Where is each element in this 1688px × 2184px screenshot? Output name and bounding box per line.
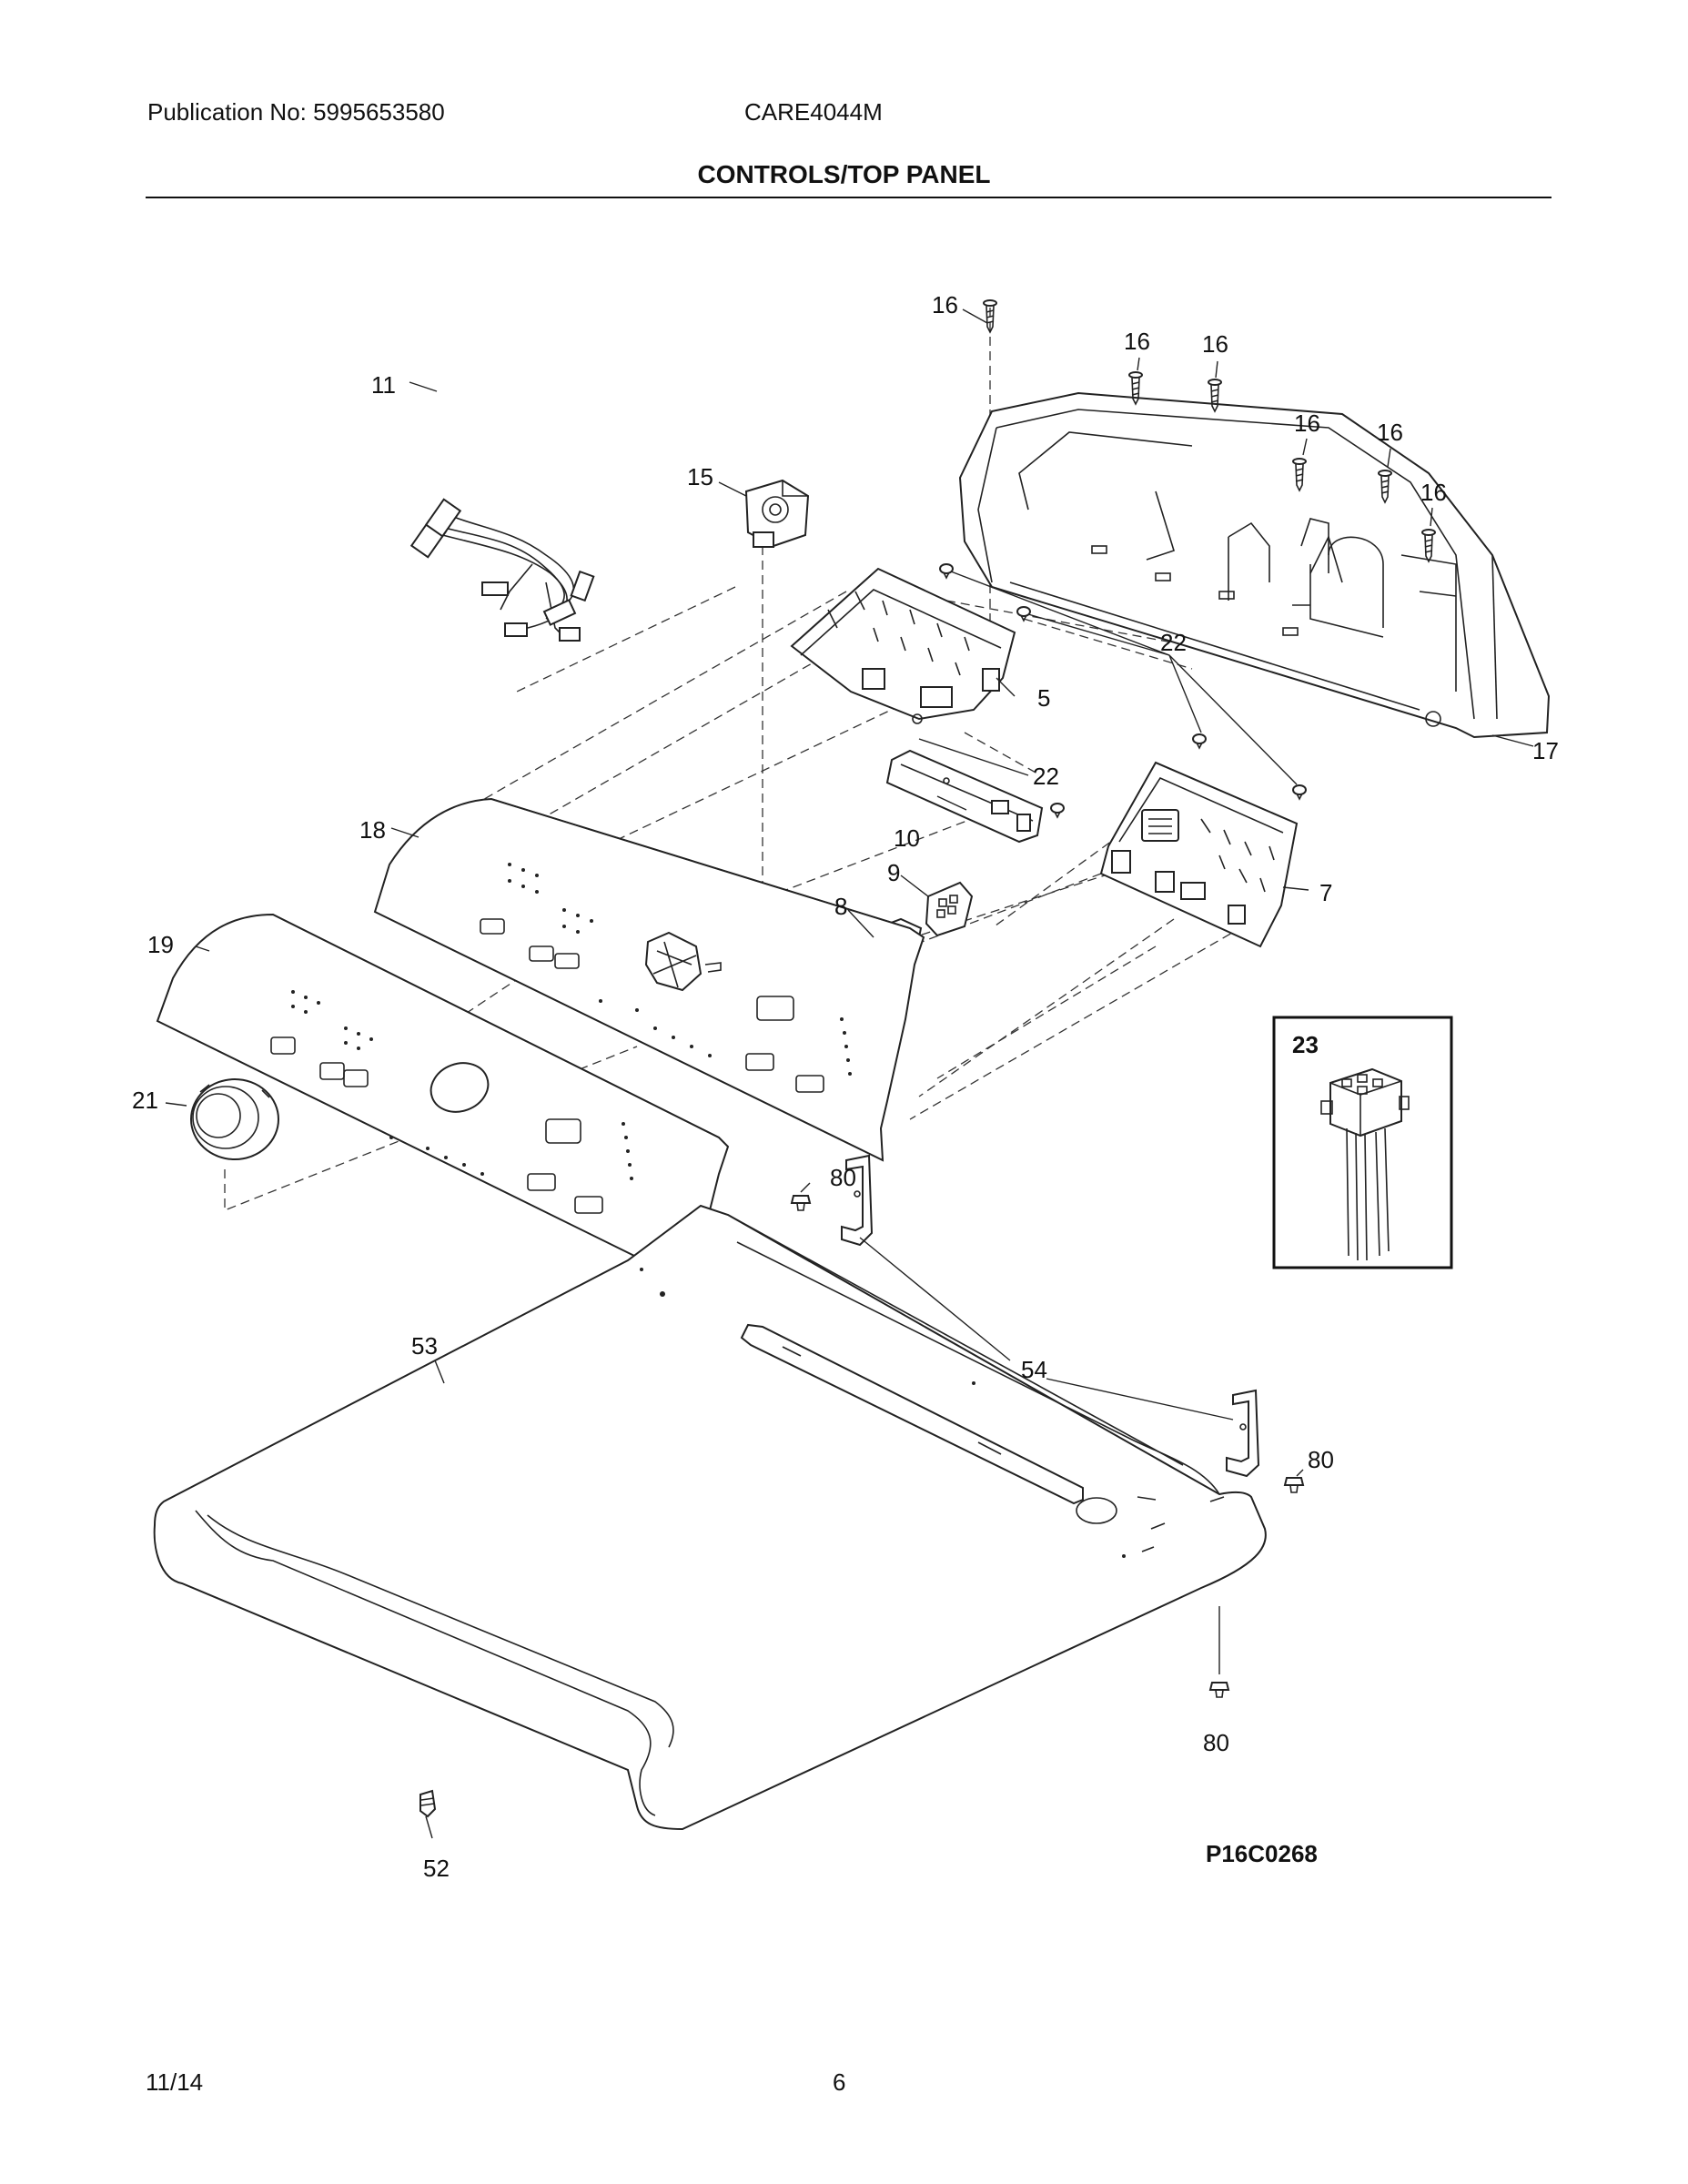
- callout-18: 18: [359, 816, 386, 844]
- callout-16: 16: [932, 291, 958, 318]
- callout-80: 80: [830, 1164, 856, 1191]
- part-80-clips: [790, 1195, 1305, 1698]
- page-number: 6: [833, 2068, 846, 2096]
- callout-80: 80: [1308, 1446, 1334, 1473]
- callout-16: 16: [1377, 419, 1403, 446]
- callout-16: 16: [1420, 479, 1447, 506]
- callout-7: 7: [1319, 879, 1332, 906]
- callout-16: 16: [1294, 410, 1320, 437]
- callout-22: 22: [1160, 629, 1187, 656]
- part-7-control-board: [1099, 761, 1299, 948]
- part-10-display-board: [885, 749, 1044, 844]
- callout-19: 19: [147, 931, 174, 958]
- callout-80: 80: [1203, 1729, 1229, 1756]
- publication-number: Publication No: 5995653580: [147, 98, 445, 126]
- callout-9: 9: [887, 859, 900, 886]
- callout-16: 16: [1202, 330, 1228, 358]
- part-5-control-board: [790, 567, 1016, 724]
- header-rule: [146, 197, 1552, 198]
- part-18-overlay-panel: [373, 797, 925, 1162]
- part-15-switch: [744, 479, 810, 548]
- part-54-brackets: [841, 1154, 1260, 1478]
- callout-22: 22: [1033, 763, 1059, 790]
- callout-54: 54: [1021, 1356, 1047, 1383]
- callout-17: 17: [1532, 737, 1559, 764]
- inset-part-23: 23: [1272, 1016, 1453, 1269]
- callout-5: 5: [1037, 684, 1050, 712]
- callout-labels: 16 16 16 16 16 16 11 15 22 5 22 17 10 18…: [132, 291, 1559, 1882]
- section-title: CONTROLS/TOP PANEL: [697, 160, 991, 188]
- part-16-screws: [983, 299, 1436, 563]
- part-53-top-panel: [153, 1204, 1267, 1831]
- callout-52: 52: [423, 1855, 450, 1882]
- part-22-screws: [939, 563, 1307, 819]
- part-21-knob: [190, 1078, 279, 1160]
- callout-15: 15: [687, 463, 713, 490]
- callout-leader-lines: [165, 308, 1534, 1839]
- callout-8: 8: [834, 893, 847, 920]
- part-52-screw: [419, 1789, 437, 1818]
- part-9-connector: [925, 881, 974, 937]
- part-23-connector: [1320, 1067, 1410, 1261]
- callout-53: 53: [411, 1332, 438, 1360]
- callout-10: 10: [894, 824, 920, 852]
- drawing-code: P16C0268: [1206, 1840, 1318, 1867]
- inset-label: 23: [1292, 1031, 1319, 1058]
- part-19-front-panel: [156, 913, 730, 1285]
- part-11-wire-harness: [409, 498, 595, 642]
- model-number: CARE4044M: [744, 98, 883, 126]
- callout-16: 16: [1124, 328, 1150, 355]
- footer-date: 11/14: [146, 2068, 204, 2096]
- callout-11: 11: [371, 371, 396, 399]
- callout-21: 21: [132, 1087, 158, 1114]
